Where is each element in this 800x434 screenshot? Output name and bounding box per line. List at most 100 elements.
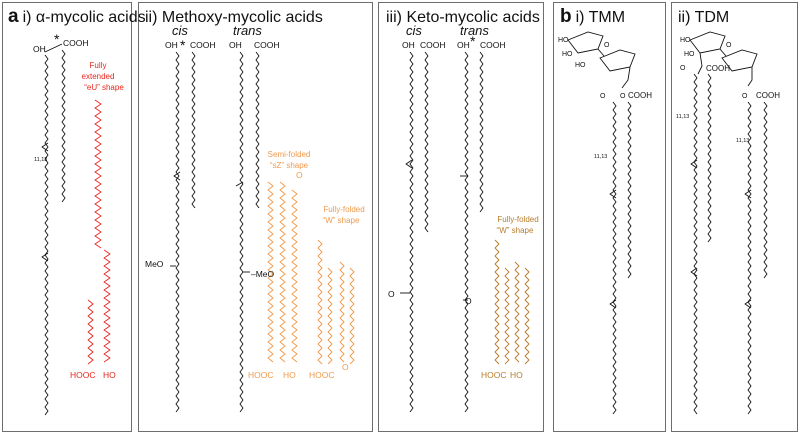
o-tmm-ring: O bbox=[604, 42, 610, 49]
panel-tdm bbox=[671, 2, 798, 432]
w-keto-label-2: “W” shape bbox=[497, 226, 534, 235]
methoxy-sz-3 bbox=[291, 189, 298, 363]
ho-tmm-2: HO bbox=[562, 51, 573, 58]
cooh-trans-label: COOH bbox=[254, 40, 280, 50]
semi-folded-label-1: Semi-folded bbox=[268, 150, 311, 159]
glycosidic-link-tmm bbox=[597, 48, 605, 57]
trans-label: trans bbox=[233, 23, 262, 38]
ho-tdm-1: HO bbox=[680, 37, 691, 44]
oh-trans-label: OH bbox=[229, 40, 242, 50]
meo-label: MeO bbox=[145, 259, 164, 269]
tmm-chain-short bbox=[627, 101, 632, 279]
position-tmm: 11,13 bbox=[594, 154, 607, 160]
keto-cis-short bbox=[424, 51, 429, 233]
panel-title-keto: iii) Keto-mycolic acids bbox=[386, 9, 540, 27]
glucose-ring-tdm-2 bbox=[721, 49, 758, 72]
keto-trans-short bbox=[479, 51, 484, 213]
cooh-trans-keto-label: COOH bbox=[480, 40, 506, 50]
ester-link-tdm-2 bbox=[747, 67, 753, 87]
alpha-extended-2 bbox=[103, 249, 111, 363]
oho-keto-label: HO bbox=[510, 370, 523, 380]
tdm-chain-3 bbox=[747, 101, 752, 415]
tmm-cyclopropane-1 bbox=[609, 189, 617, 199]
ho-red-label: HO bbox=[103, 370, 116, 380]
semi-folded-label-2: “sZ” shape bbox=[270, 161, 309, 170]
methoxy-w-3 bbox=[339, 261, 345, 363]
ester-link-tdm-1 bbox=[697, 52, 703, 75]
panel-title-methoxy-text: ii) Methoxy-mycolic acids bbox=[145, 9, 323, 26]
panel-title-keto-text: iii) Keto-mycolic acids bbox=[386, 9, 540, 26]
methoxy-w-2 bbox=[327, 267, 333, 365]
methoxy-trans-methyl bbox=[235, 181, 244, 187]
hooc-red-label: HOOC bbox=[70, 370, 96, 380]
methoxy-sz-1 bbox=[267, 181, 274, 363]
oh-cis-label: OH bbox=[165, 40, 178, 50]
alpha-cyclopropane-1 bbox=[41, 142, 49, 152]
tdm-chain-2 bbox=[707, 73, 712, 243]
methoxy-cis-long bbox=[175, 51, 180, 413]
o-tdm-ring: O bbox=[726, 42, 732, 49]
methoxy-w-1 bbox=[317, 239, 323, 365]
ho-tdm-2: HO bbox=[684, 51, 695, 58]
tmm-labels: HO HO HO O O COOH O 11,13 bbox=[558, 37, 652, 160]
cooh-cis-keto-label: COOH bbox=[420, 40, 446, 50]
ester-link-tmm bbox=[621, 66, 631, 89]
keto-cis-long bbox=[409, 51, 414, 413]
panel-letter-b: b bbox=[560, 6, 572, 27]
alpha-chain-long bbox=[44, 54, 49, 416]
keto-labels: cis trans OH COOH * OH COOH O O Fully-fo… bbox=[388, 23, 539, 380]
tdm-chain-4 bbox=[763, 101, 768, 279]
tdm-cyclopropane-1 bbox=[690, 159, 698, 169]
tmm-chain-long bbox=[612, 101, 617, 415]
keto-cis-cyclopropane bbox=[405, 159, 413, 169]
methoxy-sz-2 bbox=[279, 181, 286, 363]
trans-keto-label: trans bbox=[460, 23, 489, 38]
panel-alpha-mycolic bbox=[2, 2, 132, 432]
oh-label: OH bbox=[33, 44, 46, 54]
star-cis-label: * bbox=[180, 37, 186, 53]
methoxy-labels: cis trans * OH COOH OH COOH MeO –MeO Sem… bbox=[145, 23, 365, 380]
panel-letter-a: a bbox=[8, 6, 19, 27]
o-tdm-ester-2: O bbox=[742, 93, 748, 100]
keto-w-1 bbox=[494, 239, 500, 365]
o-tmm-ester: O bbox=[620, 93, 626, 100]
trehalose-rings bbox=[567, 31, 758, 89]
w-keto-label-1: Fully-folded bbox=[497, 215, 538, 224]
o-keto-trans-label: O bbox=[465, 296, 472, 306]
methoxy-cis-short bbox=[191, 51, 196, 209]
glucose-ring-tdm-1 bbox=[689, 31, 726, 54]
extended-label-1: Fully bbox=[90, 61, 107, 70]
oh-trans-keto-label: OH bbox=[457, 40, 470, 50]
tdm-cyclopropane-2 bbox=[690, 267, 698, 277]
cooh-label: COOH bbox=[63, 38, 89, 48]
meo-trans-label: –MeO bbox=[251, 269, 275, 279]
cooh-tdm-2: COOH bbox=[756, 91, 780, 100]
methoxy-trans-long bbox=[239, 51, 244, 413]
keto-trans-long bbox=[464, 51, 469, 413]
methoxy-trans-short bbox=[255, 51, 260, 209]
methoxy-cis-cyclopropane bbox=[173, 171, 181, 181]
alpha-extended-1 bbox=[94, 99, 102, 249]
alpha-head bbox=[44, 43, 63, 53]
hooc-semi-label: HOOC bbox=[248, 370, 274, 380]
panel-title-alpha-text: i) α-mycolic acids bbox=[22, 9, 146, 26]
extended-label-3: “eU” shape bbox=[84, 83, 124, 92]
star-keto-label: * bbox=[470, 33, 476, 49]
panel-keto-mycolic bbox=[378, 2, 544, 432]
glucose-ring-tmm-2 bbox=[599, 49, 636, 72]
methoxy-w-4 bbox=[349, 267, 355, 365]
panel-title-tmm-text: i) TMM bbox=[575, 9, 626, 26]
tdm-chain-1 bbox=[693, 73, 698, 415]
hooc-w-label: HOOC bbox=[309, 370, 335, 380]
cooh-tdm-1: COOH bbox=[706, 64, 730, 73]
tdm-labels: HO HO O O COOH O COOH 11,13 11,13 bbox=[676, 37, 780, 144]
ho-tmm-1: HO bbox=[558, 37, 569, 44]
panel-title-methoxy: ii) Methoxy-mycolic acids bbox=[145, 9, 323, 27]
panel-title-tdm-text: ii) TDM bbox=[678, 9, 730, 26]
alpha-labels: OH * COOH 11,13 Fully extended “eU” shap… bbox=[33, 31, 124, 380]
cis-keto-label: cis bbox=[406, 23, 422, 38]
alpha-extended-3 bbox=[87, 299, 94, 365]
ho-tmm-3: HO bbox=[575, 62, 586, 69]
